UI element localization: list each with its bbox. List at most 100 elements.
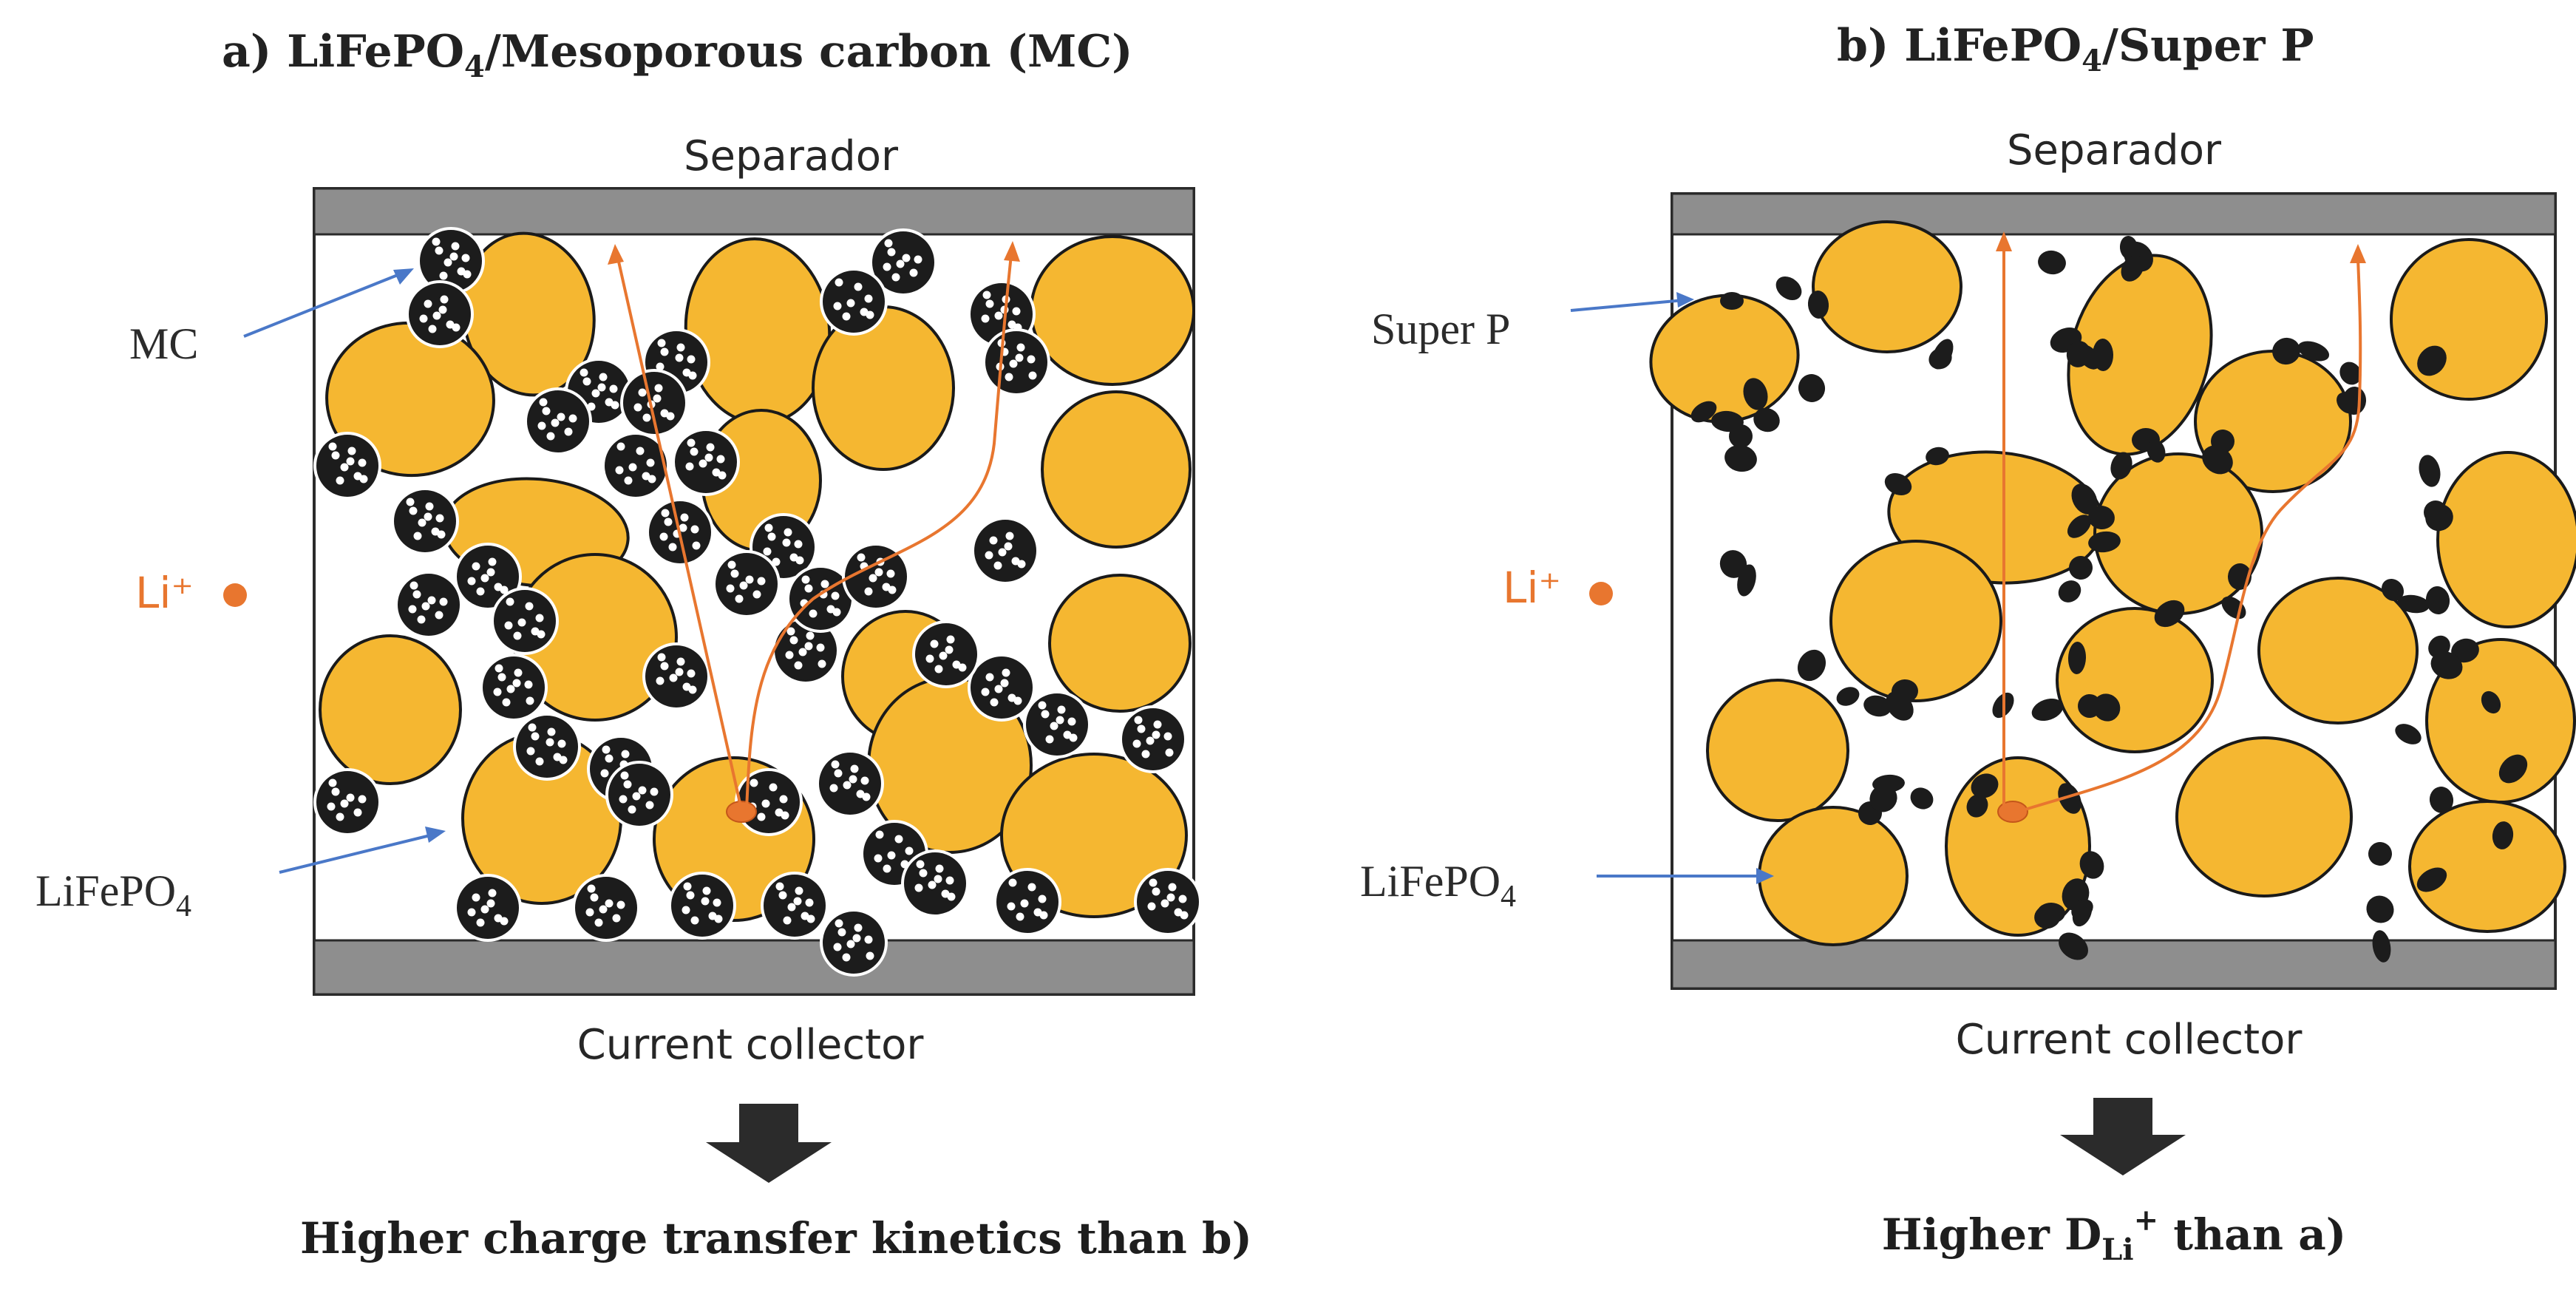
superp-particle [2088,531,2121,553]
mc-pore [526,747,535,756]
mc-pore [687,355,696,364]
mc-pore [692,541,701,550]
mc-pore [602,745,611,754]
mc-pore [424,512,432,521]
mc-pore [757,577,766,586]
mc-pore [432,311,441,320]
mc-pore [654,384,663,393]
superp-particle [1724,444,1757,472]
mc-pore [801,575,810,584]
mc-pore [669,673,678,682]
mc-pore [439,597,448,606]
mc-pore [435,246,444,255]
mc-pore [896,259,905,268]
lfp-particle [2390,238,2548,401]
superp-particle [2372,930,2391,963]
mc-pore [701,897,710,906]
mc-pore [524,680,533,689]
mc-pore [704,453,713,462]
li-path-head-a1 [608,244,624,265]
mc-pore [834,769,843,778]
superp-particle [1926,447,1949,466]
superp-particle [1753,407,1780,432]
panel-a-title: a) LiFePO4/Mesoporous carbon (MC) [222,26,1133,84]
mc-pore [1178,895,1187,903]
mc-pore [504,621,513,630]
mc-pore [833,302,842,310]
lfp-particle [1048,574,1192,713]
mc-pore [763,547,772,556]
mc-pore [1005,373,1013,381]
mc-pore [752,590,761,599]
mc-pore [798,648,807,656]
mc-pore [463,270,472,279]
mc-pore [359,475,368,483]
mc-pore [506,685,515,693]
mc-pore [1012,307,1021,316]
mc-pore [857,553,866,562]
mc-pore [864,294,873,303]
mc-pore [632,792,641,801]
superp-particle [1720,292,1744,310]
mc-pore [542,407,551,415]
lfp-pointer-a [279,832,437,874]
li-ion-source-a [726,801,757,823]
mc-pore [1002,668,1010,677]
mc-pore [687,438,696,447]
mc-pore [616,900,625,909]
mc-pore [860,776,869,785]
mc-pore [564,427,573,436]
mc-pore [805,898,814,907]
superp-particle [2368,842,2392,866]
mc-pore [994,311,1003,320]
mc-pore [486,568,495,577]
mc-pore [928,880,937,889]
mc-pore [615,466,624,475]
mc-pore [657,339,666,347]
superp-particle [2067,515,2092,538]
mc-pore [1005,532,1014,540]
mc-pore [467,577,476,586]
lfp-particle [2175,736,2353,897]
superp-particle [1775,276,1802,300]
superp-particle [1966,794,1988,818]
mc-pore [582,377,591,386]
mc-pore [864,587,873,596]
mc-pore [535,757,544,766]
li-path-head-b1 [1996,231,2012,251]
panel-a: Separador Current collector MC Li⁺ LiFeP… [35,132,1252,1263]
mc-pore [1168,883,1177,892]
mc-pore [557,413,565,421]
mc-pore [772,557,781,566]
separator-label-b: Separador [2007,126,2222,174]
mc-pore [832,608,841,617]
mc-pore [767,532,776,541]
mc-pore [425,502,434,511]
mc-pore [779,795,788,804]
mc-pore [730,569,739,578]
mc-pore [782,538,791,547]
mc-pore [866,951,874,960]
li-label-b: Li⁺ [1503,563,1561,613]
lfp-particle [1030,235,1195,386]
mc-pore [764,523,773,532]
superp-particle [1872,774,1905,793]
superp-particle [2481,690,2501,714]
mc-pore [1028,371,1037,380]
mc-pore [476,587,485,596]
mc-pore [716,455,725,464]
superp-particle [2425,586,2450,614]
mc-pore [409,581,418,590]
mc-particle [513,713,581,781]
mc-pore [1152,887,1160,896]
mc-pore [1016,912,1024,921]
mc-pore [784,528,792,537]
mc-pore [682,906,690,914]
superp-particle [2154,600,2185,628]
mc-pore [636,447,645,455]
mc-pore [866,310,874,319]
superp-particle [1690,401,1717,423]
superp-particle [1928,347,1952,370]
mc-pore [985,299,994,308]
mc-pore [476,918,485,927]
